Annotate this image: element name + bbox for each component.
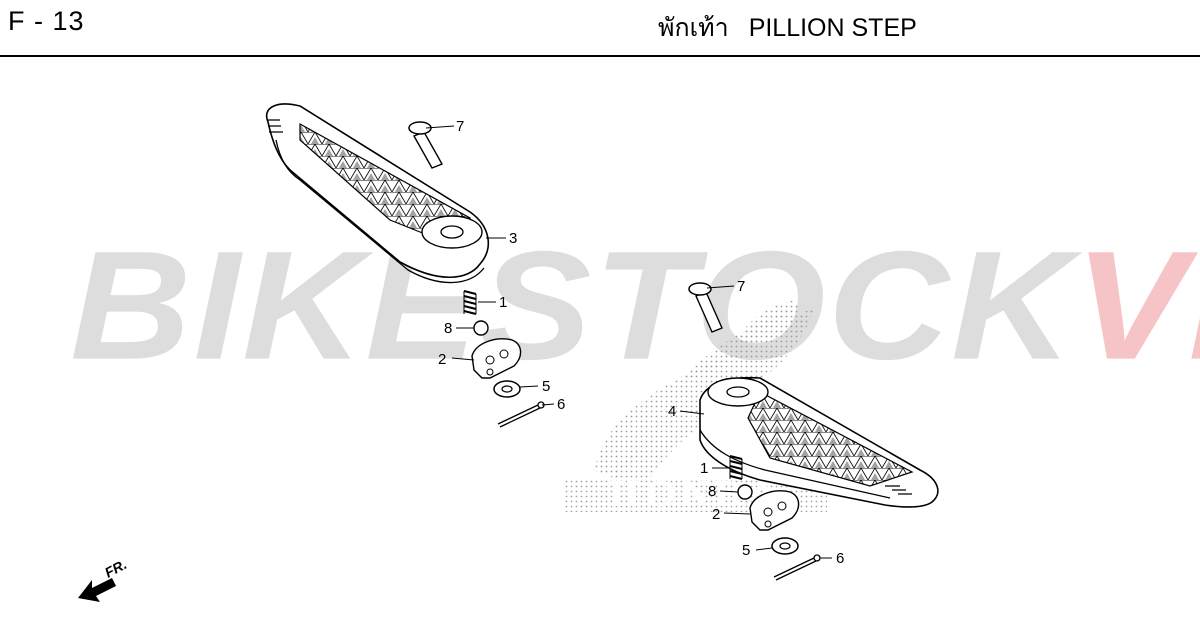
callout-6-lower: 6: [836, 550, 844, 567]
plate-lower: [749, 490, 800, 531]
front-direction-label: FR.: [102, 556, 129, 581]
callout-1-lower: 1: [700, 460, 708, 477]
pin-upper: [408, 121, 444, 169]
ball-lower: [737, 484, 753, 500]
callout-8-lower: 8: [708, 483, 716, 500]
callout-2-lower: 2: [712, 506, 720, 523]
front-direction-arrow: FR.: [78, 556, 129, 602]
page-title-english: PILLION STEP: [748, 14, 917, 42]
page-title: พักเท้า PILLION STEP: [658, 8, 917, 48]
pin-lower: [688, 282, 723, 333]
page-header: F - 13 พักเท้า PILLION STEP: [0, 0, 1200, 57]
header-divider: [0, 55, 1200, 57]
spring-upper: [463, 290, 477, 315]
callout-6-upper: 6: [557, 396, 565, 413]
callout-5-lower: 5: [742, 542, 750, 559]
callout-2-upper: 2: [438, 351, 446, 368]
callout-8-upper: 8: [444, 320, 452, 337]
ball-upper: [473, 320, 489, 336]
callout-4: 4: [668, 403, 676, 420]
callout-1-upper: 1: [499, 294, 507, 311]
washer-upper: [493, 380, 521, 398]
leader-lines: [425, 125, 832, 559]
plate-upper: [471, 338, 522, 379]
page-title-thai: พักเท้า: [658, 14, 729, 42]
cotter-pin-upper: [497, 401, 545, 428]
page-code: F - 13: [8, 6, 85, 36]
callout-7-lower: 7: [737, 278, 745, 295]
cotter-pin-lower: [773, 554, 821, 581]
lower-step-bar: [699, 376, 939, 508]
washer-lower: [771, 537, 799, 555]
callout-7-upper: 7: [456, 118, 464, 135]
callout-3: 3: [509, 230, 517, 247]
upper-step-bar: [265, 103, 489, 284]
callout-5-upper: 5: [542, 378, 550, 395]
